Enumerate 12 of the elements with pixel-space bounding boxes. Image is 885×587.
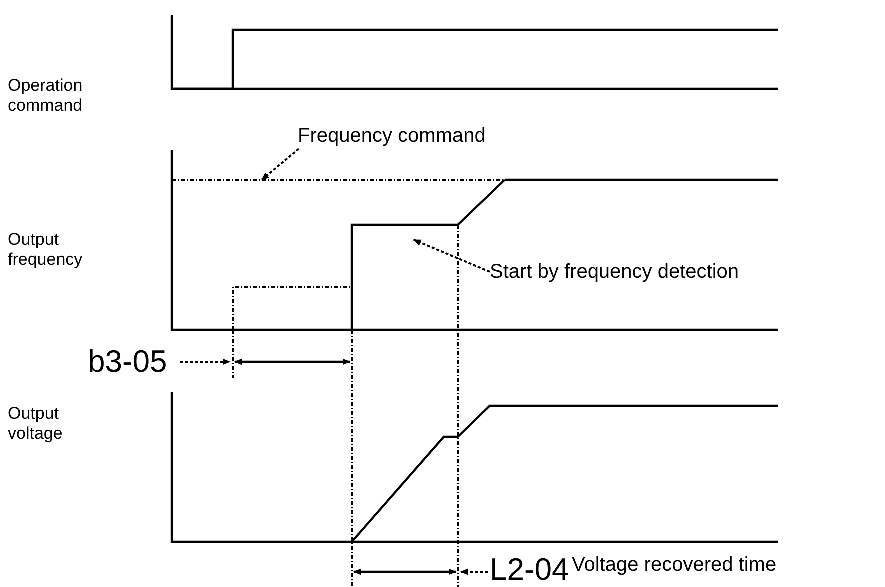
signal-label: Operation command (8, 76, 84, 117)
signal-label: Output voltage (8, 404, 64, 445)
parameter-label: L2-04 (490, 551, 570, 587)
callout-text: Frequency command (298, 124, 486, 148)
callout-text: Start by frequency detection (490, 260, 740, 284)
leader-line (413, 239, 490, 273)
signal-label: Output frequency (8, 230, 84, 271)
annotation-text: Voltage recovered time (572, 553, 777, 577)
leader-line (261, 148, 300, 181)
leader-line (180, 358, 231, 366)
leader-line (460, 568, 488, 576)
parameter-label: b3-05 (88, 343, 168, 380)
